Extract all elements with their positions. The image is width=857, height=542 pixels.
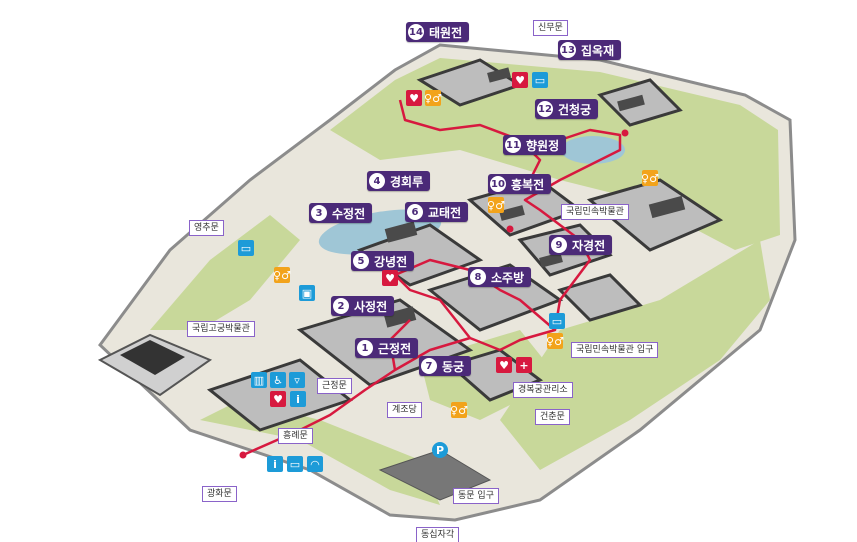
- tv-icon: ▭: [287, 456, 303, 472]
- label-yeongchumun[interactable]: 영추문: [189, 220, 224, 236]
- pin-label: 소주방: [491, 270, 525, 285]
- pin-label: 향원정: [526, 138, 560, 153]
- pin-label: 건청궁: [558, 102, 592, 117]
- pin-sajeongjeon[interactable]: 2 사정전: [331, 296, 395, 316]
- pin-geoncheonggung[interactable]: 12 건청궁: [535, 99, 599, 119]
- tour-route: [242, 99, 622, 457]
- restroom-icon: ♀♂: [450, 402, 468, 418]
- pin-label: 강녕전: [374, 254, 408, 269]
- pin-number: 9: [551, 237, 567, 253]
- parking-icon: P: [432, 442, 448, 458]
- pin-gyeonghoeru[interactable]: 4 경회루: [367, 171, 431, 191]
- pin-gyotaejeon[interactable]: 6 교태전: [405, 202, 469, 222]
- pin-number: 12: [537, 101, 553, 117]
- stroller-icon: ▿: [289, 372, 305, 388]
- grass-west: [150, 215, 300, 330]
- pin-number: 2: [333, 298, 349, 314]
- pin-geunjeongjeon[interactable]: 1 근정전: [355, 338, 419, 358]
- pin-label: 동궁: [442, 359, 465, 374]
- pin-jibokjae[interactable]: 13 집옥재: [558, 40, 622, 60]
- wheelchair-icon: ♿: [270, 372, 286, 388]
- restroom-icon: ♀♂: [424, 90, 442, 106]
- pin-label: 흥복전: [511, 177, 545, 192]
- pin-hyangwonjeong[interactable]: 11 향원정: [503, 135, 567, 155]
- pin-taewonjeon[interactable]: 14 태원전: [406, 22, 470, 42]
- pin-label: 사정전: [354, 299, 388, 314]
- info-icon: i: [267, 456, 283, 472]
- audio-guide-icon: ◠: [307, 456, 323, 472]
- pin-sujeongjeon[interactable]: 3 수정전: [309, 203, 373, 223]
- pin-label: 집옥재: [581, 43, 615, 58]
- label-folk-museum[interactable]: 국립민속박물관: [561, 204, 629, 220]
- pin-gangnyeongjeon[interactable]: 5 강녕전: [351, 251, 415, 271]
- pin-label: 근정전: [378, 341, 412, 356]
- route-nodes: [239, 129, 629, 459]
- tv-icon: ▭: [238, 240, 254, 256]
- heart-icon: ♥: [512, 72, 528, 88]
- label-gwanghwamun[interactable]: 광화문: [202, 486, 237, 502]
- label-heungnyemun[interactable]: 흥례문: [278, 428, 313, 444]
- pin-label: 교태전: [428, 205, 462, 220]
- pin-number: 7: [421, 358, 437, 374]
- label-office[interactable]: 경복궁관리소: [513, 382, 573, 398]
- label-geonchunmun[interactable]: 건춘문: [535, 409, 570, 425]
- restroom-icon: ♀♂: [546, 333, 564, 349]
- pin-label: 경회루: [390, 174, 424, 189]
- label-east-gate-entrance[interactable]: 동문 입구: [453, 488, 499, 504]
- tv-icon: ▭: [532, 72, 548, 88]
- pin-donggung[interactable]: 7 동궁: [419, 356, 472, 376]
- pin-number: 14: [408, 24, 424, 40]
- pin-number: 3: [311, 205, 327, 221]
- label-museum[interactable]: 국립고궁박물관: [187, 321, 255, 337]
- pin-heungbokjeon[interactable]: 10 흥복전: [488, 174, 552, 194]
- label-sinmumun[interactable]: 신무문: [533, 20, 568, 36]
- locker-icon: ▥: [251, 372, 267, 388]
- pin-number: 5: [353, 253, 369, 269]
- heart-icon: ♥: [270, 391, 286, 407]
- label-geunjeongmun[interactable]: 근정문: [317, 378, 352, 394]
- label-folk-museum-entrance[interactable]: 국립민속박물관 입구: [571, 342, 659, 358]
- pin-number: 11: [505, 137, 521, 153]
- pin-number: 13: [560, 42, 576, 58]
- first-aid-icon: +: [516, 357, 532, 373]
- restroom-icon: ♀♂: [641, 170, 659, 186]
- pin-label: 자경전: [572, 238, 606, 253]
- hyangwonjeong-pond: [561, 136, 625, 164]
- heart-icon: ♥: [496, 357, 512, 373]
- pin-number: 10: [490, 176, 506, 192]
- pin-number: 8: [470, 269, 486, 285]
- roofs: [383, 67, 686, 328]
- pin-label: 태원전: [429, 25, 463, 40]
- parking-lot: [378, 449, 492, 501]
- pin-label: 수정전: [332, 206, 366, 221]
- pin-jagyeongjeon[interactable]: 9 자경전: [549, 235, 613, 255]
- heart-icon: ♥: [406, 90, 422, 106]
- info-icon: i: [290, 391, 306, 407]
- pin-number: 4: [369, 173, 385, 189]
- restroom-icon: ♀♂: [487, 197, 505, 213]
- pin-sojubang[interactable]: 8 소주방: [468, 267, 532, 287]
- label-dongsipjagak[interactable]: 동십자각: [416, 527, 460, 542]
- label-gyejodang[interactable]: 계조당: [387, 402, 422, 418]
- gift-shop-icon: ▣: [299, 285, 315, 301]
- pin-number: 6: [407, 204, 423, 220]
- pin-number: 1: [357, 340, 373, 356]
- tv-icon: ▭: [549, 313, 565, 329]
- restroom-icon: ♀♂: [273, 267, 291, 283]
- heart-icon: ♥: [382, 270, 398, 286]
